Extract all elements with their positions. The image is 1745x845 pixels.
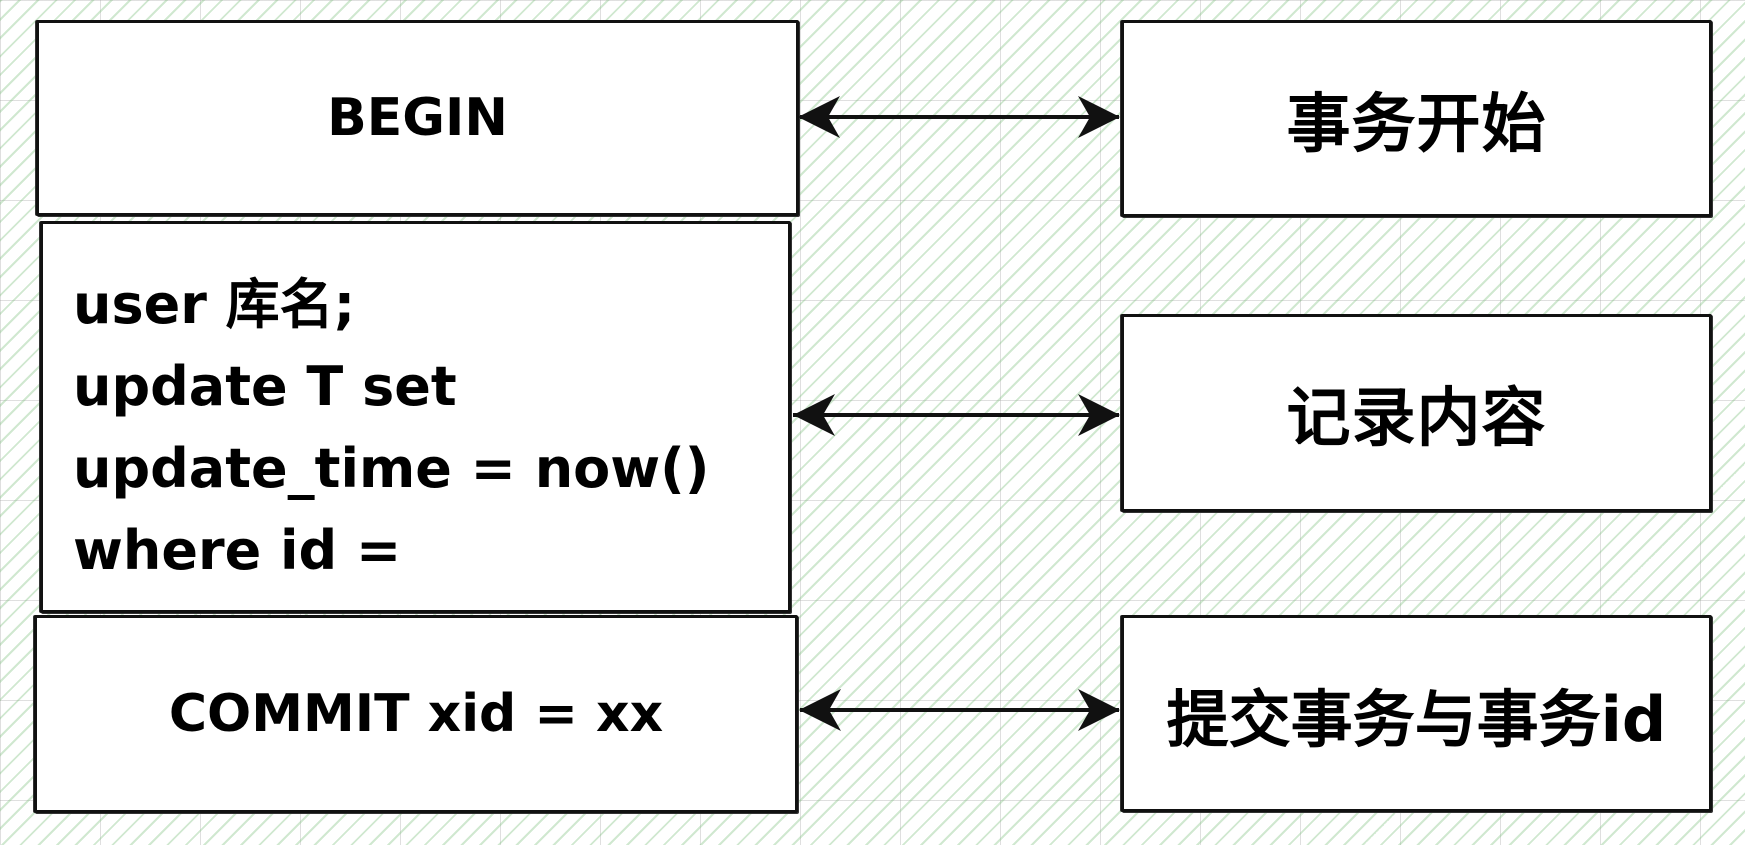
sql-line-update: update T set <box>73 355 457 418</box>
sql-line-use-db: user 库名; <box>73 273 356 336</box>
transaction-start-box[interactable]: 事务开始 <box>1121 20 1712 217</box>
commit-xid-label: 提交事务与事务id <box>1166 682 1667 756</box>
arrowhead-sql-left <box>793 394 835 436</box>
commit-xid-box[interactable]: 提交事务与事务id <box>1121 615 1712 812</box>
sql-statement-box[interactable]: user 库名; update T set update_time = now(… <box>40 221 791 613</box>
record-content-box[interactable]: 记录内容 <box>1121 314 1712 512</box>
transaction-start-label: 事务开始 <box>1286 87 1547 162</box>
commit-box[interactable]: COMMIT xid = xx <box>34 615 798 813</box>
arrowhead-commit-xid-right <box>1078 689 1120 731</box>
record-content-label: 记录内容 <box>1286 382 1547 456</box>
arrowhead-begin-left <box>798 96 840 138</box>
sql-line-set: update_time = now() <box>73 437 710 500</box>
begin-label: BEGIN <box>327 88 508 148</box>
begin-box[interactable]: BEGIN <box>36 20 799 216</box>
arrowhead-commit-left <box>799 689 841 731</box>
arrowhead-tx-start-right <box>1078 96 1120 138</box>
commit-label: COMMIT xid = xx <box>168 684 664 744</box>
sql-lines: user 库名; update T set update_time = now(… <box>73 264 709 592</box>
arrowheads <box>793 96 1120 731</box>
arrowhead-record-right <box>1078 394 1120 436</box>
sql-line-where: where id = <box>73 519 402 582</box>
